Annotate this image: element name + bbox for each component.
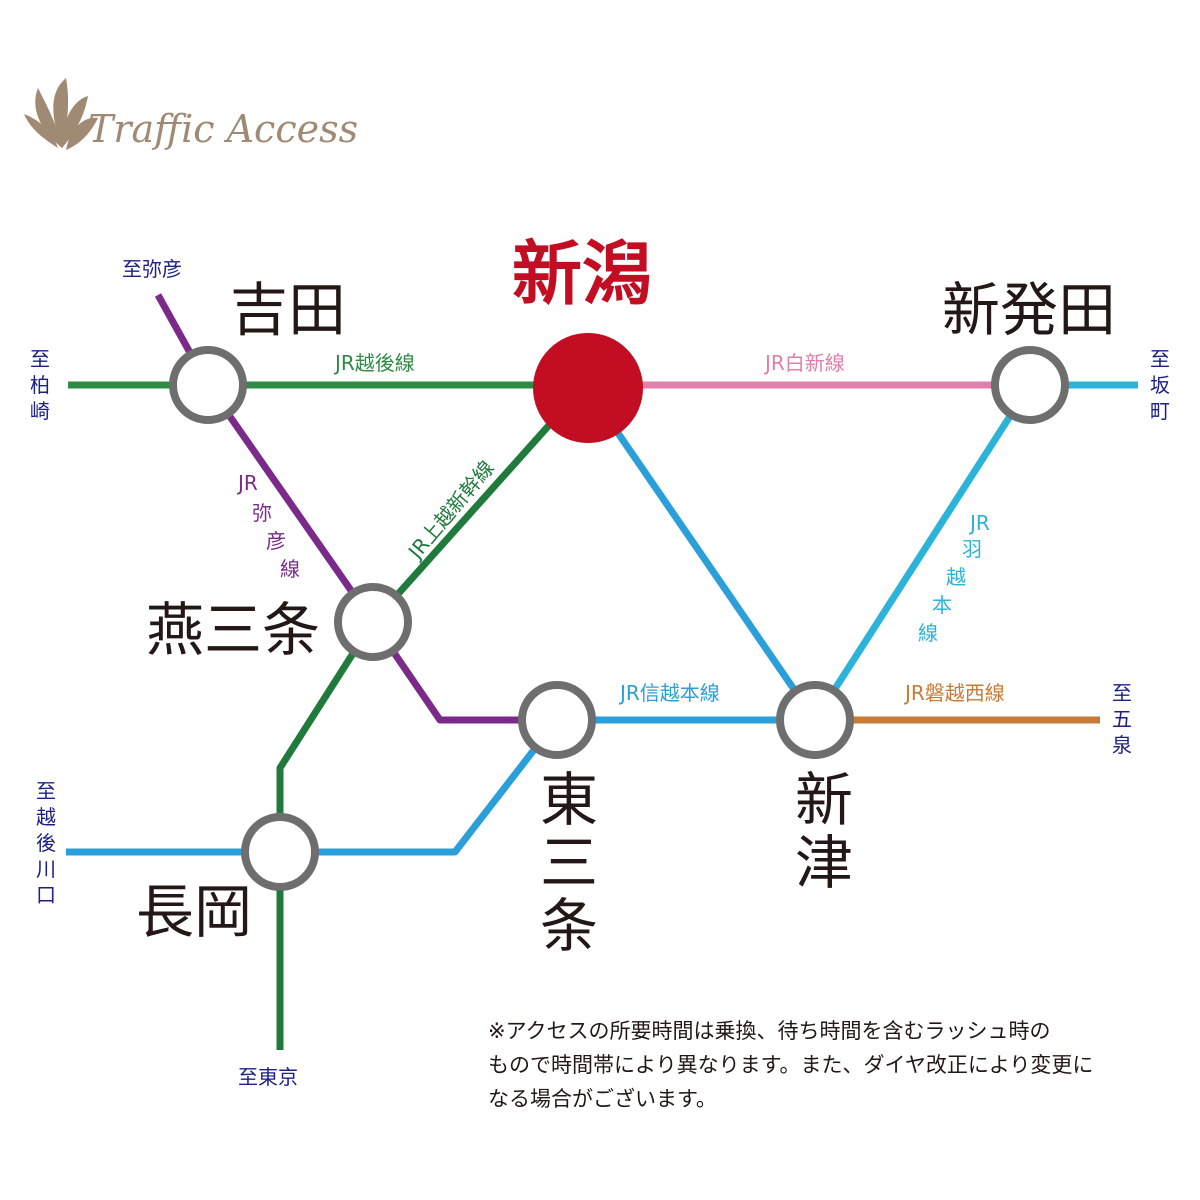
station-niitsu-marker[interactable]	[776, 681, 854, 759]
uetsu-line-label-4: 本	[932, 593, 952, 617]
station-tsubamesanjo-label: 燕三条	[146, 596, 320, 664]
station-tsubamesanjo-marker[interactable]	[334, 583, 412, 661]
uetsu-line-label-3: 越	[946, 565, 966, 589]
station-nagaoka-marker[interactable]	[241, 813, 319, 891]
direction-sakamachi-1: 至	[1150, 347, 1170, 371]
leaf-ornament-icon	[24, 78, 98, 150]
shinetsu-line-label: JR信越本線	[618, 681, 720, 705]
echigo-line-label: JR越後線	[333, 351, 415, 375]
station-niigata-label: 新潟	[512, 232, 652, 315]
access-note: ※アクセスの所要時間は乗換、待ち時間を含むラッシュ時の もので時間帯により異なり…	[488, 1014, 1168, 1116]
direction-echigokawaguchi-5: 口	[36, 883, 56, 907]
direction-echigokawaguchi-1: 至	[36, 779, 56, 803]
station-higashisanjo-label-1: 東	[540, 766, 598, 834]
yahiko-line-label-2: 弥	[252, 501, 272, 525]
direction-kashiwazaki-2: 柏	[30, 373, 50, 397]
direction-tokyo: 至東京	[238, 1065, 298, 1089]
uetsu-line-label-2: 羽	[962, 537, 982, 561]
station-shibata-marker[interactable]	[991, 346, 1069, 424]
station-yoshida-marker[interactable]	[169, 346, 247, 424]
direction-goizumi-3: 泉	[1112, 733, 1132, 757]
yahiko-line-label-1: JR	[236, 471, 258, 495]
yahiko-line-label-3: 彦	[266, 529, 286, 553]
direction-kashiwazaki-1: 至	[30, 347, 50, 371]
note-line-1: ※アクセスの所要時間は乗換、待ち時間を含むラッシュ時の	[488, 1019, 1051, 1043]
uetsu-line-label-5: 線	[918, 621, 938, 645]
joetsu-shinkansen-line	[276, 382, 588, 1050]
station-yoshida-label: 吉田	[230, 276, 346, 344]
shinetsu-line-north	[582, 383, 818, 722]
shinetsu-line-south	[66, 717, 560, 856]
uetsu-line	[812, 383, 1033, 722]
station-higashisanjo-marker[interactable]	[518, 681, 596, 759]
yahiko-line-label-4: 線	[280, 557, 300, 581]
banetsu-line-label: JR磐越西線	[903, 681, 1005, 705]
note-line-3: なる場合がございます。	[488, 1087, 717, 1111]
station-niigata-marker[interactable]	[533, 333, 643, 443]
station-niitsu-label-1: 新	[795, 766, 853, 834]
direction-sakamachi-2: 坂	[1150, 373, 1170, 397]
note-line-2: もので時間帯により異なります。また、ダイヤ改正により変更に	[488, 1053, 1094, 1077]
direction-sakamachi-3: 町	[1150, 399, 1170, 423]
page-title: Traffic Access	[88, 107, 358, 151]
direction-goizumi-1: 至	[1112, 681, 1132, 705]
station-higashisanjo-label-2: 三	[540, 829, 598, 897]
joetsu-shinkansen-line-label: JR上越新幹線	[402, 456, 499, 565]
station-nagaoka-label: 長岡	[136, 878, 252, 946]
direction-echigokawaguchi-2: 越	[36, 805, 56, 829]
station-niitsu-label-2: 津	[795, 829, 853, 897]
uetsu-line-label-1: JR	[968, 511, 990, 535]
direction-kashiwazaki-3: 崎	[30, 399, 50, 423]
station-shibata-label: 新発田	[942, 276, 1116, 344]
hakushin-line-label: JR白新線	[763, 351, 845, 375]
station-higashisanjo-label-3: 条	[540, 892, 598, 960]
direction-echigokawaguchi-3: 後	[36, 831, 56, 855]
direction-yahiko: 至弥彦	[122, 257, 182, 281]
direction-echigokawaguchi-4: 川	[36, 857, 56, 881]
direction-goizumi-2: 五	[1112, 707, 1132, 731]
